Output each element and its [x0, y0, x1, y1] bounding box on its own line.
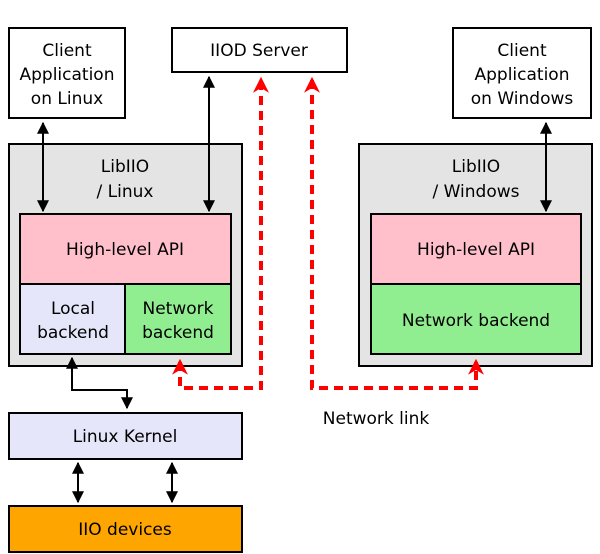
libiio-windows-title-line-2: / Windows	[432, 182, 519, 202]
iiod-server-label: IIOD Server	[210, 41, 308, 61]
client-windows-line-3: on Windows	[471, 89, 574, 109]
client-windows-line-2: Application	[475, 65, 570, 85]
client-linux-line-3: on Linux	[31, 89, 103, 109]
linux-kernel-label: Linux Kernel	[73, 427, 178, 447]
iio-devices-node: IIO devices	[8, 505, 243, 553]
local-backend-node: Local backend	[19, 283, 126, 355]
libiio-linux-title-line-1: LibIIO	[101, 157, 149, 177]
client-windows-line-1: Client	[497, 41, 547, 61]
iio-devices-label: IIO devices	[78, 520, 172, 540]
libiio-windows-title-line-1: LibIIO	[452, 157, 500, 177]
network-link-server-to-windows-backend	[304, 76, 484, 390]
client-linux-line-2: Application	[20, 65, 115, 85]
linux-network-backend-node: Network backend	[124, 283, 232, 355]
client-application-windows-node: Client Application on Windows	[452, 27, 592, 119]
libiio-linux-title-line-2: / Linux	[97, 182, 154, 202]
network-link-linux-backend-to-server	[172, 76, 269, 390]
windows-network-backend-node: Network backend	[370, 283, 582, 355]
client-application-linux-node: Client Application on Linux	[8, 27, 126, 119]
libiio-windows-panel: LibIIO / Windows High-level API Network …	[358, 143, 593, 367]
local-backend-line-2: backend	[37, 323, 109, 343]
linux-kernel-node: Linux Kernel	[8, 412, 243, 460]
windows-high-level-api-label: High-level API	[417, 240, 535, 260]
iiod-server-node: IIOD Server	[171, 27, 348, 73]
windows-network-backend-label: Network backend	[402, 311, 550, 331]
local-backend-to-kernel-arrow	[66, 356, 133, 410]
linux-high-level-api-node: High-level API	[19, 213, 232, 285]
windows-high-level-api-node: High-level API	[370, 213, 582, 285]
linux-network-backend-line-1: Network	[143, 299, 214, 319]
network-link-label: Network link	[323, 409, 430, 429]
linux-network-backend-line-2: backend	[142, 323, 214, 343]
linux-high-level-api-label: High-level API	[66, 240, 184, 260]
local-backend-line-1: Local	[51, 299, 95, 319]
client-linux-line-1: Client	[42, 41, 92, 61]
